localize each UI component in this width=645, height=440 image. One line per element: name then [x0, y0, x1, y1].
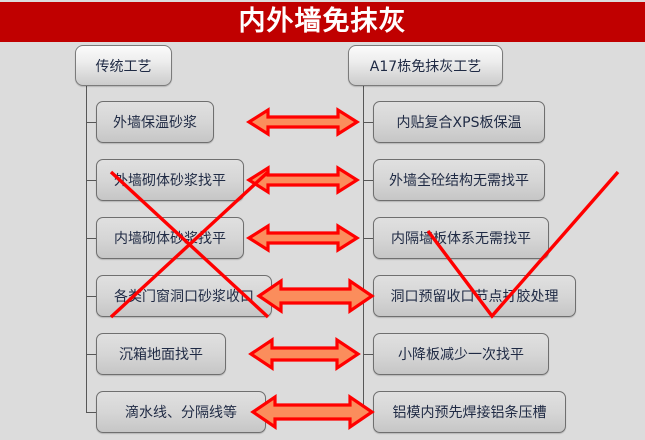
right-item-3[interactable]: 内隔墙板体系无需找平 [373, 217, 549, 259]
right-item-4[interactable]: 洞口预留收口节点打胶处理 [373, 275, 576, 317]
double-arrow-5 [248, 337, 361, 371]
page-title: 内外墙免抹灰 [238, 6, 407, 37]
right-trunk-line [363, 86, 364, 413]
left-root-stem [86, 86, 87, 87]
double-arrow-2 [246, 165, 360, 195]
title-banner: 内外墙免抹灰 [0, 2, 645, 42]
left-item-5[interactable]: 沉箱地面找平 [96, 333, 226, 375]
right-branch-4 [363, 296, 373, 297]
left-branch-5 [86, 354, 96, 355]
right-item-6[interactable]: 铝模内预先焊接铝条压槽 [373, 391, 566, 433]
double-arrow-1 [246, 107, 360, 137]
left-item-2[interactable]: 外墙砌体砂浆找平 [96, 159, 244, 201]
right-item-5[interactable]: 小降板减少一次找平 [373, 333, 549, 375]
right-branch-3 [363, 238, 373, 239]
left-root-node[interactable]: 传统工艺 [75, 45, 172, 86]
right-branch-1 [363, 122, 373, 123]
right-branch-2 [363, 180, 373, 181]
left-branch-2 [86, 180, 96, 181]
left-item-1[interactable]: 外墙保温砂浆 [96, 101, 214, 143]
right-item-1[interactable]: 内贴复合XPS板保温 [373, 101, 545, 143]
left-branch-1 [86, 122, 96, 123]
left-item-3[interactable]: 内墙砌体砂浆找平 [96, 217, 244, 259]
right-root-node[interactable]: A17栋免抹灰工艺 [348, 45, 503, 86]
left-trunk-line [86, 86, 87, 413]
double-arrow-3 [246, 223, 360, 253]
right-branch-6 [363, 412, 373, 413]
left-branch-4 [86, 296, 96, 297]
double-arrow-6 [250, 393, 375, 431]
left-item-6[interactable]: 滴水线、分隔线等 [96, 391, 266, 433]
double-arrow-4 [256, 277, 375, 315]
right-branch-5 [363, 354, 373, 355]
right-item-2[interactable]: 外墙全砼结构无需找平 [373, 159, 545, 201]
left-branch-6 [86, 412, 96, 413]
left-item-4[interactable]: 各类门窗洞口砂浆收口 [96, 275, 272, 317]
left-branch-3 [86, 238, 96, 239]
